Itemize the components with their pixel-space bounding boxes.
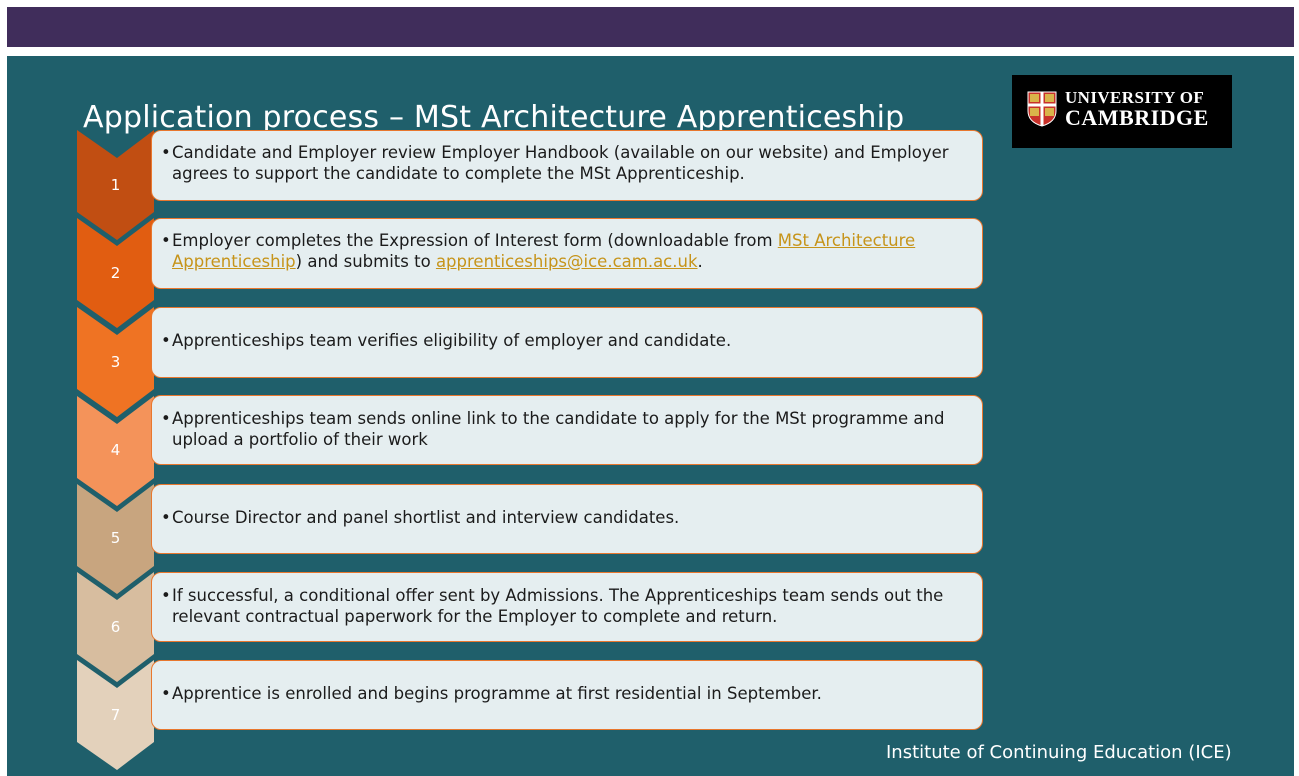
- chevron-step-1: [77, 130, 154, 240]
- chevron-step-5: [77, 484, 154, 594]
- chevron-step-7: [77, 660, 154, 770]
- chevron-step-2: [77, 218, 154, 328]
- top-banner: [7, 7, 1294, 47]
- chevron-step-3: [77, 307, 154, 417]
- step-text-5: •Course Director and panel shortlist and…: [161, 508, 680, 527]
- step-number-7: 7: [110, 706, 121, 724]
- step-text-4: •Apprenticeships team sends online link …: [161, 409, 945, 449]
- step-number-5: 5: [110, 529, 121, 547]
- apprenticeships-email-link[interactable]: apprenticeships@ice.cam.ac.uk: [435, 252, 698, 271]
- step-text-1: •Candidate and Employer review Employer …: [161, 143, 949, 183]
- step-text-3: •Apprenticeships team verifies eligibili…: [161, 331, 732, 350]
- step-number-3: 3: [110, 353, 121, 371]
- chevron-step-4: [77, 396, 154, 506]
- step-text-2: •Employer completes the Expression of In…: [161, 231, 916, 271]
- slide-title: Application process – MSt Architecture A…: [83, 100, 905, 136]
- step-number-4: 4: [110, 441, 121, 459]
- footer-text: Institute of Continuing Education (ICE): [886, 742, 1232, 763]
- step-number-2: 2: [110, 264, 121, 282]
- mst-architecture-link[interactable]: MSt Architecture Apprenticeship: [172, 231, 916, 271]
- step-box-6: •If successful, a conditional offer sent…: [151, 572, 983, 642]
- step-box-3: •Apprenticeships team verifies eligibili…: [151, 307, 983, 378]
- crest-icon: [1027, 91, 1057, 127]
- step-text-7: •Apprentice is enrolled and begins progr…: [161, 684, 822, 703]
- step-number-1: 1: [110, 176, 121, 194]
- step-box-1: •Candidate and Employer review Employer …: [151, 130, 983, 201]
- step-text-6: •If successful, a conditional offer sent…: [161, 586, 944, 626]
- step-box-7: •Apprentice is enrolled and begins progr…: [151, 660, 983, 730]
- step-box-4: •Apprenticeships team sends online link …: [151, 395, 983, 465]
- step-number-6: 6: [110, 618, 121, 636]
- step-box-5: •Course Director and panel shortlist and…: [151, 484, 983, 554]
- university-logo: UNIVERSITY OF CAMBRIDGE: [1012, 75, 1232, 148]
- chevron-step-6: [77, 572, 154, 682]
- logo-text-line2: CAMBRIDGE: [1065, 105, 1209, 130]
- step-box-2: •Employer completes the Expression of In…: [151, 218, 983, 289]
- logo-text-line1: UNIVERSITY OF: [1065, 88, 1205, 107]
- slide: Application process – MSt Architecture A…: [7, 56, 1294, 776]
- step-chevrons: [77, 130, 154, 770]
